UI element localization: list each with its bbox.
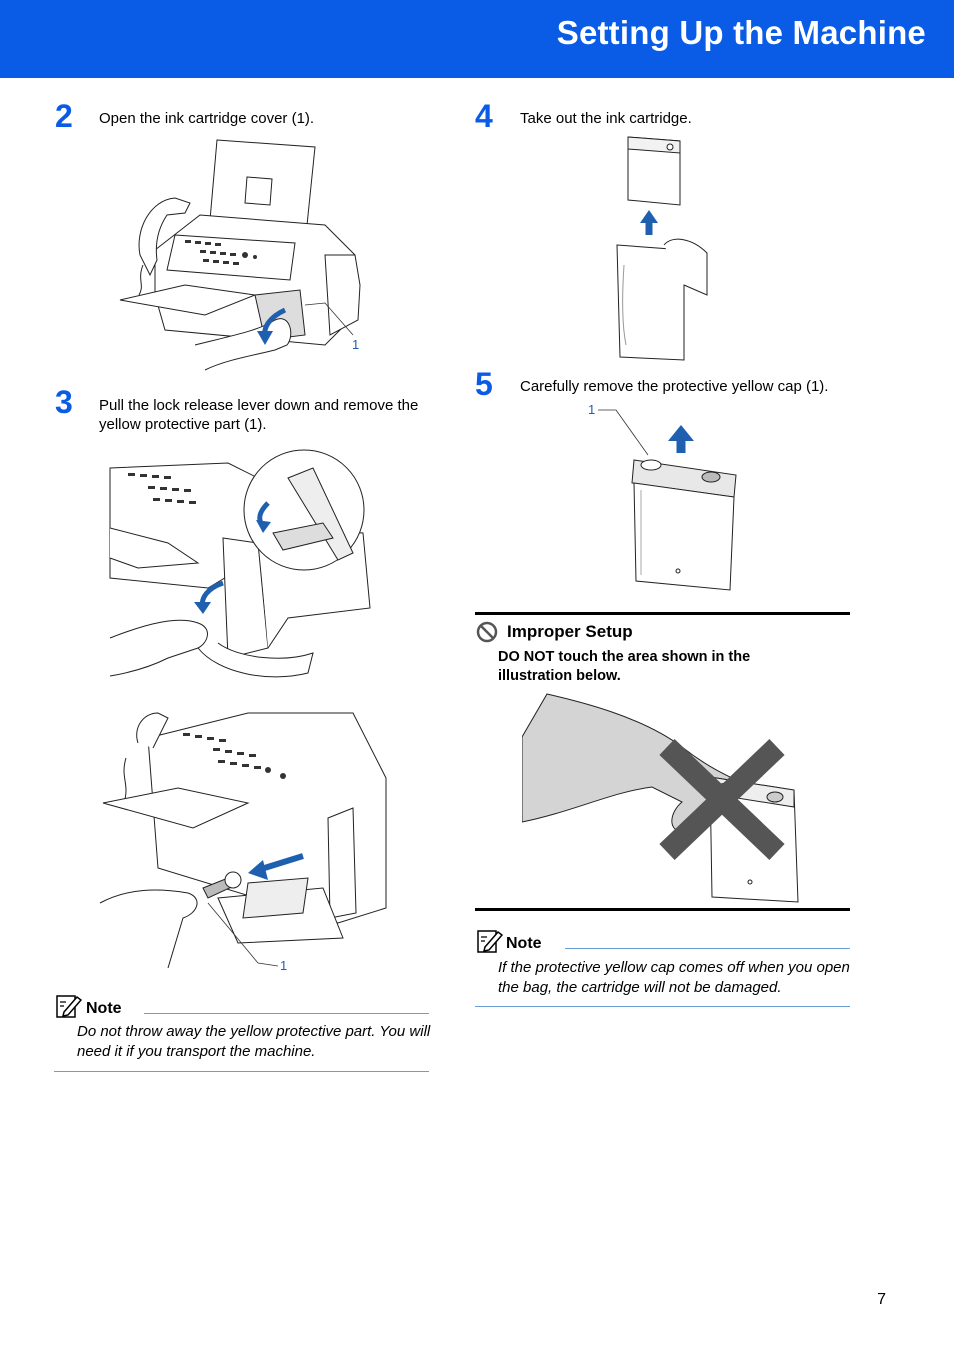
step-5-text: Carefully remove the protective yellow c… bbox=[520, 378, 829, 395]
note-title-right: Note bbox=[506, 935, 542, 952]
step-4-text: Take out the ink cartridge. bbox=[520, 110, 692, 127]
note-pencil-icon bbox=[477, 929, 504, 958]
note-top-rule-right bbox=[565, 948, 850, 949]
page-header: Setting Up the Machine bbox=[0, 0, 954, 78]
page-number: 7 bbox=[877, 1291, 886, 1308]
note-title-left: Note bbox=[86, 1000, 122, 1017]
step-5-number: 5 bbox=[475, 366, 493, 402]
step-4-number: 4 bbox=[475, 98, 493, 134]
step-2-text: Open the ink cartridge cover (1). bbox=[99, 110, 315, 127]
note-pencil-icon bbox=[56, 994, 83, 1023]
step-3-illustration-a bbox=[108, 448, 373, 688]
step-3-illustration-b bbox=[98, 708, 393, 973]
page-title: Setting Up the Machine bbox=[556, 14, 926, 51]
note-body-left: Do not throw away the yellow protective … bbox=[77, 1023, 431, 1060]
note-bottom-rule-right bbox=[475, 1006, 850, 1007]
improper-setup-body: DO NOT touch the area shown in the illus… bbox=[498, 649, 751, 684]
improper-setup-illustration bbox=[522, 692, 802, 907]
improper-top-rule bbox=[475, 612, 850, 615]
step-5-illustration bbox=[596, 405, 741, 593]
step-2-illustration bbox=[115, 135, 375, 380]
note-top-rule-left bbox=[144, 1013, 429, 1014]
step-2-callout: 1 bbox=[352, 337, 360, 352]
improper-setup-title: Improper Setup bbox=[507, 622, 633, 641]
note-body-right: If the protective yellow cap comes off w… bbox=[498, 959, 850, 996]
step-4-illustration bbox=[612, 135, 712, 363]
step-5-callout: 1 bbox=[588, 402, 596, 417]
note-bottom-rule-left bbox=[54, 1071, 429, 1072]
improper-bottom-rule bbox=[475, 908, 850, 911]
step-3-number: 3 bbox=[55, 384, 73, 420]
step-3-text: Pull the lock release lever down and rem… bbox=[99, 397, 419, 433]
step-3-callout: 1 bbox=[280, 958, 288, 973]
prohibition-icon bbox=[476, 621, 498, 648]
step-2-number: 2 bbox=[55, 98, 73, 134]
